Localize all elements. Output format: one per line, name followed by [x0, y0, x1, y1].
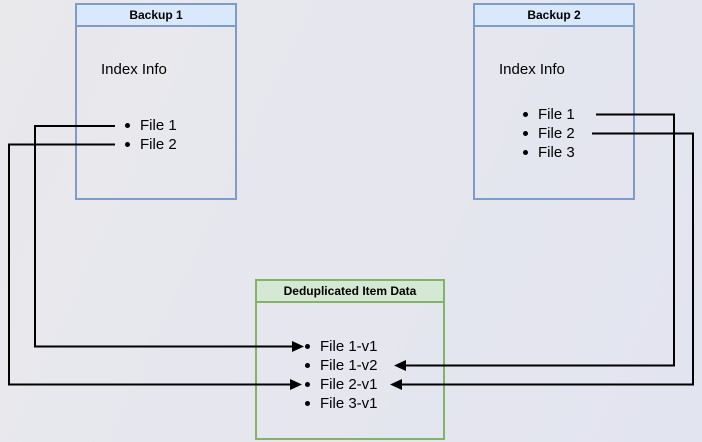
list-item: File 2	[125, 135, 177, 154]
list-item: File 1-v1	[305, 337, 378, 356]
backup2-header: Backup 2	[475, 5, 633, 27]
bullet-icon	[125, 142, 130, 147]
bullet-icon	[305, 401, 310, 406]
backup1-box: Backup 1 Index Info File 1 File 2	[75, 3, 237, 200]
file-label: File 1	[140, 117, 177, 134]
file-label: File 3	[538, 144, 575, 161]
backup1-header: Backup 1	[77, 5, 235, 27]
dedup-box: Deduplicated Item Data File 1-v1 File 1-…	[255, 279, 445, 440]
list-item: File 1	[523, 105, 575, 124]
backup2-index-info-label: Index Info	[499, 61, 565, 78]
file-label: File 1	[538, 106, 575, 123]
backup1-title: Backup 1	[129, 8, 183, 22]
dedup-title: Deduplicated Item Data	[283, 284, 417, 298]
bullet-icon	[523, 131, 528, 136]
list-item: File 3-v1	[305, 394, 378, 413]
file-label: File 1-v2	[320, 357, 378, 374]
file-label: File 2-v1	[320, 376, 378, 393]
backup2-title: Backup 2	[527, 8, 581, 22]
bullet-icon	[523, 112, 528, 117]
file-label: File 2	[538, 125, 575, 142]
bullet-icon	[523, 150, 528, 155]
backup2-file-list: File 1 File 2 File 3	[523, 105, 575, 162]
list-item: File 1	[125, 116, 177, 135]
dedup-file-list: File 1-v1 File 1-v2 File 2-v1 File 3-v1	[305, 337, 378, 413]
list-item: File 3	[523, 143, 575, 162]
bullet-icon	[305, 344, 310, 349]
file-label: File 2	[140, 136, 177, 153]
backup2-box: Backup 2 Index Info File 1 File 2 File 3	[473, 3, 635, 200]
bullet-icon	[305, 363, 310, 368]
dedup-header: Deduplicated Item Data	[257, 281, 443, 303]
file-label: File 1-v1	[320, 338, 378, 355]
file-label: File 3-v1	[320, 395, 378, 412]
list-item: File 1-v2	[305, 356, 378, 375]
bullet-icon	[125, 123, 130, 128]
list-item: File 2	[523, 124, 575, 143]
bullet-icon	[305, 382, 310, 387]
backup1-index-info-label: Index Info	[101, 61, 167, 78]
backup1-file-list: File 1 File 2	[125, 116, 177, 154]
list-item: File 2-v1	[305, 375, 378, 394]
